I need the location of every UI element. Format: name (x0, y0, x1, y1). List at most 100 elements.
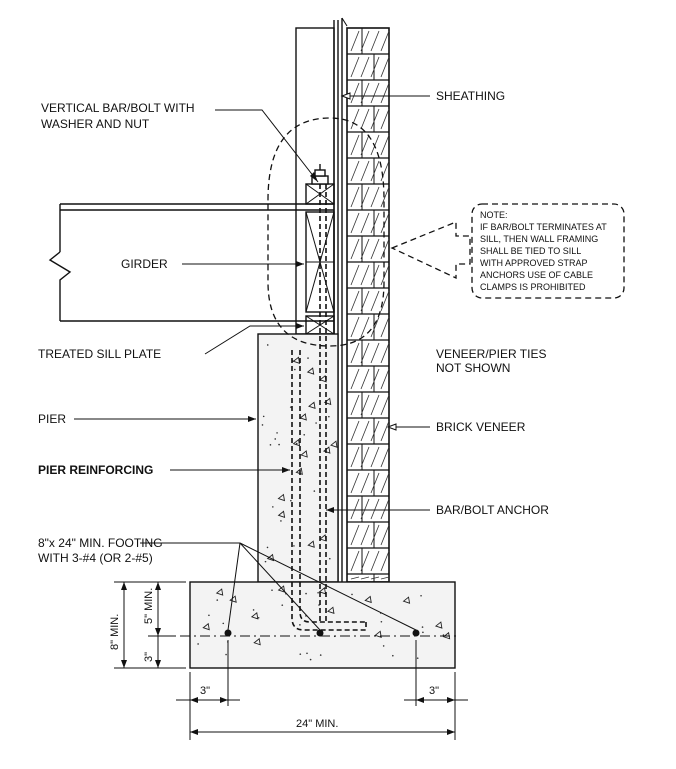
aggregate-dot (266, 344, 269, 346)
note-line-7: CLAMPS IS PROHIBITED (480, 282, 586, 292)
aggregate-mark (326, 606, 335, 614)
brick-hatch (370, 446, 380, 468)
brick-hatch (370, 108, 380, 130)
brick-hatch (360, 238, 370, 260)
brick-hatch (380, 238, 390, 260)
aggregate-mark (266, 553, 275, 562)
aggregate-dot (317, 591, 319, 594)
aggregate-mark (308, 401, 316, 409)
note-callout: NOTE: IF BAR/BOLT TERMINATES AT SILL, TH… (390, 203, 625, 299)
aggregate-dot (303, 434, 306, 436)
brick-hatch (360, 342, 370, 364)
brick-hatch (380, 290, 390, 312)
aggregate-dot (319, 654, 322, 656)
dim-edge-left: 3" (200, 685, 210, 697)
brick-hatch (370, 316, 380, 338)
brick-hatch (360, 498, 370, 520)
brick-hatch (360, 134, 370, 156)
label-girder: GIRDER (121, 257, 168, 271)
aggregate-dot (305, 592, 307, 595)
aggregate-dot (272, 506, 274, 508)
brick-hatch (380, 498, 390, 520)
brick-hatch (380, 212, 390, 234)
label-vertical-bar-2: WASHER AND NUT (41, 117, 150, 131)
brick-hatch (380, 394, 390, 416)
brick-hatch (350, 56, 360, 78)
brick-hatch (360, 550, 370, 572)
dim-cover-top: 5" MIN. (143, 588, 155, 624)
note-line-5: WITH APPROVED STRAP (480, 258, 588, 268)
brick-hatch (360, 420, 370, 442)
aggregate-dot (293, 545, 295, 547)
brick-hatch (380, 186, 390, 208)
brick-hatch (360, 30, 370, 52)
brick-hatch (370, 420, 380, 442)
label-pier: PIER (38, 412, 66, 426)
aggregate-dot (442, 634, 445, 636)
brick-hatch (350, 368, 360, 390)
aggregate-mark (253, 637, 261, 646)
brick-hatch (360, 212, 370, 234)
aggregate-mark (307, 540, 315, 548)
brick-hatch (380, 524, 390, 546)
aggregate-dot (264, 560, 267, 563)
brick-hatch (370, 56, 380, 78)
brick-hatch (350, 394, 360, 416)
aggregate-mark (202, 622, 210, 631)
brick-hatch (370, 264, 380, 286)
aggregate-dot (328, 415, 330, 418)
note-line-6: ANCHORS USE OF CABLE (480, 270, 593, 280)
brick-hatch (360, 82, 370, 104)
brick-hatch (370, 186, 380, 208)
brick-hatch (360, 472, 370, 494)
brick-hatch (350, 576, 360, 580)
aggregate-mark (374, 630, 382, 638)
brick-hatch (360, 186, 370, 208)
aggregate-dot (309, 658, 312, 661)
concrete-footing (189, 581, 456, 669)
pier-reinforcing-bars (291, 350, 367, 631)
aggregate-mark (300, 450, 308, 458)
brick-hatch (360, 394, 370, 416)
aggregate-dot (276, 432, 278, 434)
brick-hatch (380, 576, 390, 580)
aggregate-dot (315, 422, 317, 424)
dim-footing-width: 24" MIN. (296, 718, 338, 730)
brick-hatch (350, 160, 360, 182)
aggregate-dot (262, 415, 265, 418)
aggregate-dot (307, 357, 309, 359)
aggregate-dot (351, 593, 353, 596)
aggregate-dot (197, 643, 199, 645)
brick-hatch (350, 550, 360, 572)
brick-hatch (370, 30, 380, 52)
brick-hatch (380, 368, 390, 390)
aggregate-dot (295, 442, 298, 445)
brick-hatch (380, 316, 390, 338)
label-pier-reinforcing: PIER REINFORCING (38, 463, 153, 477)
aggregate-dot (289, 406, 292, 408)
brick-hatch (370, 550, 380, 572)
aggregate-dot (392, 654, 394, 657)
aggregate-dot (225, 653, 227, 656)
brick-hatch (350, 238, 360, 260)
note-line-3: SILL, THEN WALL FRAMING (480, 234, 598, 244)
brick-hatch (370, 498, 380, 520)
aggregate-dot (416, 657, 419, 659)
aggregate-mark (215, 588, 224, 596)
label-sheathing: SHEATHING (436, 89, 505, 103)
brick-hatch (370, 342, 380, 364)
brick-hatch (360, 108, 370, 130)
brick-hatch (380, 446, 390, 468)
note-line-1: NOTE: (480, 210, 508, 220)
aggregate-dot (261, 424, 264, 426)
detail-callout-outline (267, 117, 385, 347)
brick-hatch (370, 160, 380, 182)
brick-hatch (350, 290, 360, 312)
nut-washer-icon (311, 164, 329, 185)
dimension-lines (114, 581, 468, 740)
brick-hatch (360, 160, 370, 182)
brick-hatch (350, 498, 360, 520)
brick-hatch (360, 56, 370, 78)
aggregate-dot (266, 546, 269, 549)
